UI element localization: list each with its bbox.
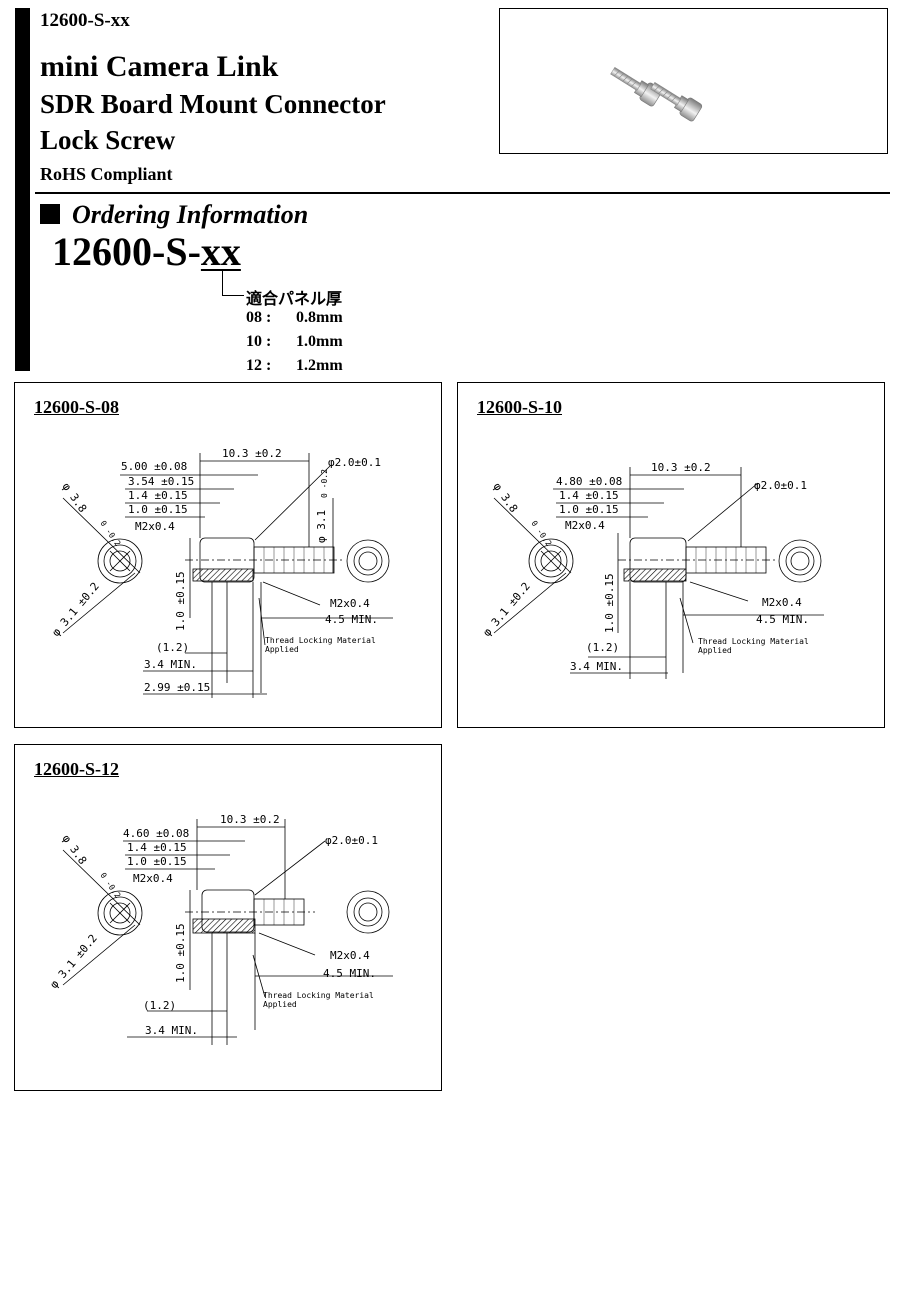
dim-thread-top: M2x0.4 — [133, 872, 173, 885]
title-line-1: mini Camera Link — [40, 50, 279, 83]
dim-d2: 1.4 ±0.15 — [128, 489, 188, 502]
dim-outer-diameter: φ 3.8 — [491, 480, 521, 515]
dim-thread-length: 4.5 MIN. — [323, 967, 376, 980]
product-photo — [499, 8, 888, 154]
ordering-heading: Ordering Information — [40, 200, 308, 230]
dim-thread-top: M2x0.4 — [135, 520, 175, 533]
option-code: 10 : — [246, 333, 272, 350]
dim-d1: 3.54 ±0.15 — [128, 475, 194, 488]
option-value: 1.2mm — [296, 357, 343, 374]
dim-head-diameter-tol: 0 -0.2 — [320, 469, 329, 498]
note-thread-locking: Thread Locking Material — [263, 991, 374, 1000]
note-thread-locking: Thread Locking Material — [265, 636, 376, 645]
drawing-s12: 10.3 ±0.2 4.60 ±0.08 1.4 ±0.15 1.0 ±0.15… — [47, 813, 393, 1045]
drawing-title: 12600-S-08 — [34, 397, 119, 417]
dim-outer-diameter: φ 3.8 — [60, 832, 90, 867]
dim-shaft-diameter: φ2.0±0.1 — [325, 834, 378, 847]
option-value: 0.8mm — [296, 309, 343, 326]
option-row: 12 : 1.2mm — [246, 357, 343, 375]
part-suffix: xx — [200, 229, 241, 274]
drawing-card-s08: 12600-S-08 — [14, 382, 442, 728]
option-code: 08 : — [246, 309, 272, 326]
rohs-label: RoHS Compliant — [40, 164, 173, 184]
note-applied: Applied — [263, 1000, 297, 1009]
dim-d2: 1.4 ±0.15 — [559, 489, 619, 502]
header-divider — [35, 192, 890, 194]
dim-d3: 1.0 ±0.15 — [559, 503, 619, 516]
part-prefix: 12600-S- — [52, 229, 201, 274]
dim-vertical: 1.0 ±0.15 — [174, 923, 187, 983]
drawing-card-s10: 12600-S-10 10.3 ±0.2 4.80 ±0.08 1.4 ±0.1… — [457, 382, 885, 728]
dim-head-diameter: φ 3.1 — [315, 510, 328, 543]
note-thread-locking: Thread Locking Material — [698, 637, 809, 646]
option-code: 12 : — [246, 357, 272, 374]
lock-screw-photo-icon — [610, 66, 703, 122]
title-line-2: SDR Board Mount Connector — [40, 89, 386, 119]
drawing-s10: 10.3 ±0.2 4.80 ±0.08 1.4 ±0.15 1.0 ±0.15… — [480, 461, 824, 679]
option-row: 08 : 0.8mm — [246, 309, 343, 327]
dim-head-length: 4.60 ±0.08 — [123, 827, 189, 840]
square-bullet-icon — [40, 204, 60, 224]
title-line-3: Lock Screw — [40, 125, 176, 155]
dim-ref: (1.2) — [143, 999, 176, 1012]
dim-min-length: 3.4 MIN. — [144, 658, 197, 671]
dim-flange-diameter: φ 3.1 ±0.2 — [49, 580, 102, 639]
drawing-s08: 10.3 ±0.2 5.00 ±0.08 3.54 ±0.15 1.4 ±0.1… — [49, 447, 393, 698]
dim-vertical: 1.0 ±0.15 — [174, 571, 187, 631]
dim-overall: 10.3 ±0.2 — [222, 447, 282, 460]
dim-flange-diameter: φ 3.1 ±0.2 — [480, 580, 533, 639]
dim-d2: 1.4 ±0.15 — [127, 841, 187, 854]
drawing-title: 12600-S-12 — [34, 759, 119, 779]
dim-overall: 10.3 ±0.2 — [651, 461, 711, 474]
dim-shaft-diameter: φ2.0±0.1 — [754, 479, 807, 492]
note-applied: Applied — [265, 645, 299, 654]
dim-min-length: 3.4 MIN. — [570, 660, 623, 673]
dim-shaft-diameter: φ2.0±0.1 — [328, 456, 381, 469]
drawing-title: 12600-S-10 — [477, 397, 562, 417]
note-applied: Applied — [698, 646, 732, 655]
dim-bottom: 2.99 ±0.15 — [144, 681, 210, 694]
dim-thread-top: M2x0.4 — [565, 519, 605, 532]
dim-vertical: 1.0 ±0.15 — [603, 573, 616, 633]
dim-overall: 10.3 ±0.2 — [220, 813, 280, 826]
drawing-card-s12: 12600-S-12 10.3 ±0.2 4.60 ±0.08 1.4 ±0.1… — [14, 744, 442, 1091]
ordering-heading-text: Ordering Information — [72, 200, 309, 229]
dim-head-length: 5.00 ±0.08 — [121, 460, 187, 473]
option-tree-line — [222, 270, 244, 296]
ordering-part-code: 12600-S-xx — [52, 228, 241, 275]
dim-thread-length: 4.5 MIN. — [325, 613, 378, 626]
dim-ref: (1.2) — [156, 641, 189, 654]
part-number-header: 12600-S-xx — [40, 10, 130, 31]
dim-ref: (1.2) — [586, 641, 619, 654]
dim-thread-bottom: M2x0.4 — [330, 949, 370, 962]
panel-thickness-label: 適合パネル厚 — [246, 289, 343, 308]
dim-thread-bottom: M2x0.4 — [762, 596, 802, 609]
dim-thread-bottom: M2x0.4 — [330, 597, 370, 610]
option-value: 1.0mm — [296, 333, 343, 350]
dim-flange-diameter: φ 3.1 ±0.2 — [47, 932, 100, 991]
dim-d3: 1.0 ±0.15 — [127, 855, 187, 868]
dim-thread-length: 4.5 MIN. — [756, 613, 809, 626]
sidebar-bar — [15, 8, 30, 371]
option-row: 10 : 1.0mm — [246, 333, 343, 351]
dim-min-length: 3.4 MIN. — [145, 1024, 198, 1037]
dim-outer-diameter: φ 3.8 — [60, 480, 90, 515]
dim-d3: 1.0 ±0.15 — [128, 503, 188, 516]
dim-head-length: 4.80 ±0.08 — [556, 475, 622, 488]
